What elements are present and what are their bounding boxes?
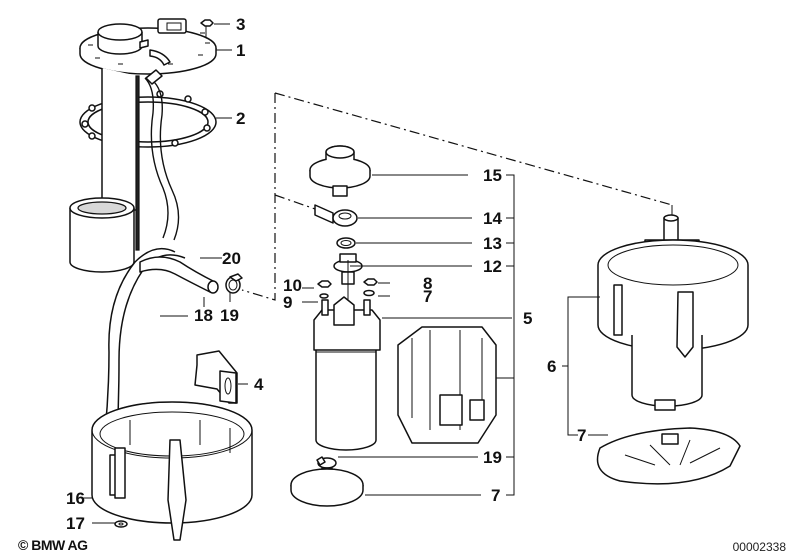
strainer-7-center[interactable]	[290, 468, 364, 507]
hose-clamp-19[interactable]	[225, 273, 243, 294]
assembly-line-b	[241, 93, 276, 301]
assembly-line-c	[274, 194, 319, 211]
copyright-notice: © BMW AG	[18, 537, 88, 553]
filter-16[interactable]	[114, 447, 126, 499]
gasket-ring-2[interactable]	[79, 90, 217, 148]
sending-unit-flange[interactable]	[79, 18, 217, 75]
nut-3[interactable]	[200, 19, 214, 38]
callout-19-left[interactable]: 19	[220, 306, 239, 325]
callout-20[interactable]: 20	[222, 249, 241, 268]
callout-3[interactable]: 3	[236, 15, 245, 34]
callout-12[interactable]: 12	[483, 257, 502, 276]
pressure-damper-15[interactable]	[309, 145, 371, 197]
callout-labels: 3 1 2 20 18 19 4 16 17 10 9 8 7 15 14 13…	[66, 15, 586, 533]
callout-10[interactable]: 9	[283, 293, 292, 312]
nut-9[interactable]	[363, 278, 378, 286]
callout-4[interactable]: 4	[254, 375, 264, 394]
nut-11[interactable]	[317, 280, 332, 288]
fuel-pump-5[interactable]	[313, 260, 381, 451]
callout-8[interactable]: 7	[423, 287, 432, 306]
banjo-fitting-14[interactable]	[314, 204, 358, 227]
seal-ring-13[interactable]	[336, 237, 356, 249]
sending-unit-tube[interactable]	[101, 68, 180, 251]
assembly-line-a	[274, 92, 673, 206]
callout-15[interactable]: 15	[483, 166, 502, 185]
pump-holder-center[interactable]	[397, 326, 497, 444]
callout-7-center[interactable]: 7	[491, 486, 500, 505]
callout-1[interactable]: 1	[236, 41, 245, 60]
washer-10[interactable]	[319, 293, 329, 299]
washer-17[interactable]	[114, 520, 128, 528]
callout-17[interactable]: 17	[66, 514, 85, 533]
callout-13[interactable]: 13	[483, 234, 502, 253]
float-housing[interactable]	[69, 197, 135, 273]
strainer-7-right[interactable]	[596, 427, 741, 485]
leader-lines	[83, 23, 608, 524]
callout-2[interactable]: 2	[236, 109, 245, 128]
callout-7-right[interactable]: 7	[577, 426, 586, 445]
hose-20[interactable]	[139, 256, 219, 294]
callout-6[interactable]: 6	[547, 357, 556, 376]
callout-14[interactable]: 14	[483, 209, 502, 228]
callout-9[interactable]: 8	[423, 274, 432, 293]
callout-5[interactable]: 5	[523, 309, 532, 328]
document-number: 00002338	[732, 540, 786, 554]
lock-washer-8[interactable]	[363, 289, 375, 297]
callout-18[interactable]: 18	[194, 306, 213, 325]
fuel-pump-assembly-6[interactable]	[597, 214, 749, 411]
bracket-4[interactable]	[194, 350, 238, 404]
callout-19-center[interactable]: 19	[483, 448, 502, 467]
pump-holder-left[interactable]	[91, 401, 253, 541]
callout-11[interactable]: 10	[283, 276, 302, 295]
hose-18[interactable]	[104, 247, 186, 441]
callout-16[interactable]: 16	[66, 489, 85, 508]
